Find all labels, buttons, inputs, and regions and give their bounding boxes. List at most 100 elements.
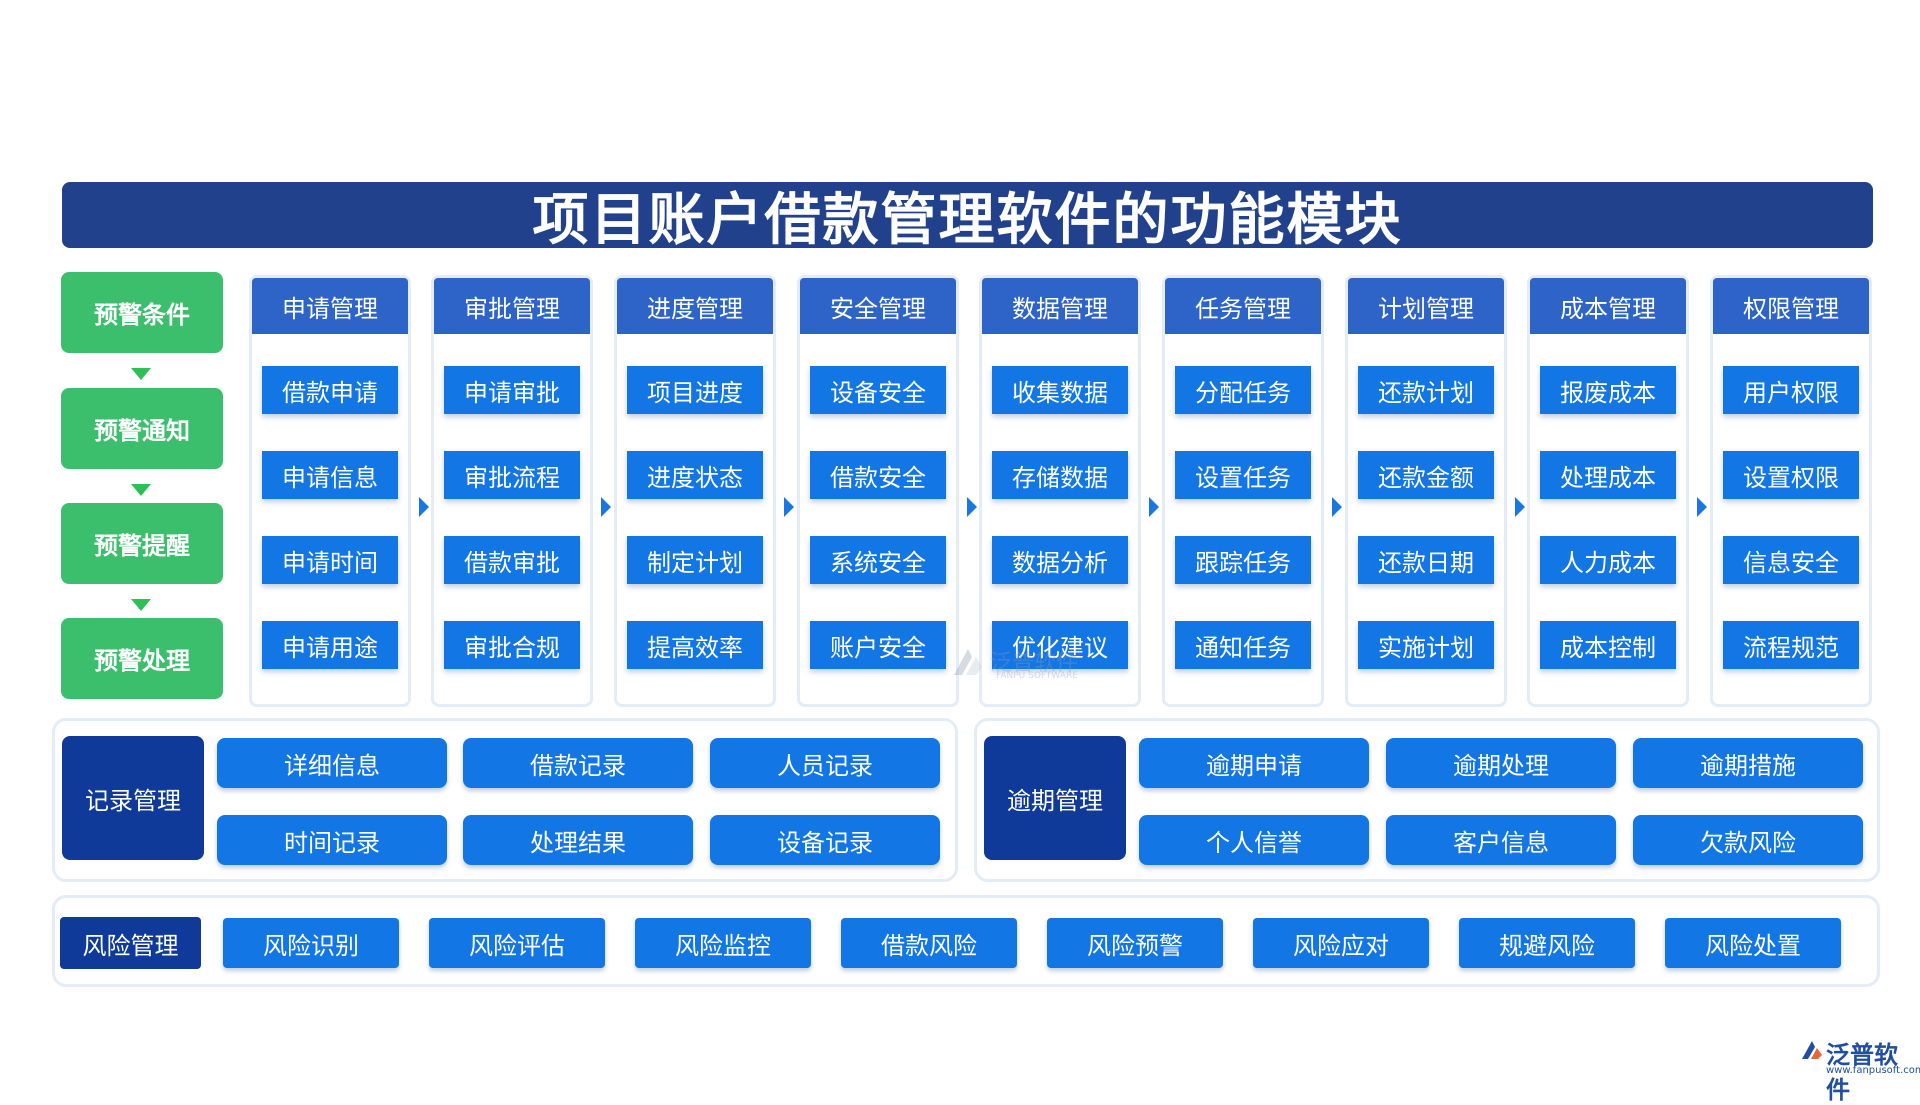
title-bar: 项目账户借款管理软件的功能模块 <box>62 182 1873 253</box>
overdue-item: 客户信息 <box>1386 815 1616 865</box>
overdue-item: 逾期处理 <box>1386 738 1616 788</box>
warning-step-condition: 预警条件 <box>61 272 223 353</box>
module-item: 设置任务 <box>1175 451 1311 499</box>
module-column: 数据管理 收集数据 存储数据 数据分析 优化建议 <box>979 275 1141 707</box>
risk-item: 风险应对 <box>1253 918 1429 968</box>
module-item: 借款安全 <box>810 451 946 499</box>
module-header: 任务管理 <box>1165 278 1321 334</box>
module-item: 提高效率 <box>627 621 763 669</box>
brand-logo-icon <box>1802 1041 1822 1059</box>
module-column: 任务管理 分配任务 设置任务 跟踪任务 通知任务 <box>1162 275 1324 707</box>
overdue-item: 逾期措施 <box>1633 738 1863 788</box>
warning-step-notify: 预警通知 <box>61 388 223 469</box>
module-item: 还款日期 <box>1358 536 1494 584</box>
module-item: 实施计划 <box>1358 621 1494 669</box>
module-item: 成本控制 <box>1540 621 1676 669</box>
arrow-down-icon <box>131 484 151 496</box>
risk-item: 风险识别 <box>223 918 399 968</box>
record-item: 人员记录 <box>710 738 940 788</box>
module-item: 数据分析 <box>992 536 1128 584</box>
record-item: 借款记录 <box>463 738 693 788</box>
module-item: 分配任务 <box>1175 366 1311 414</box>
module-item: 申请信息 <box>262 451 398 499</box>
module-column: 成本管理 报废成本 处理成本 人力成本 成本控制 <box>1527 275 1689 707</box>
module-item: 审批流程 <box>444 451 580 499</box>
arrow-right-icon <box>784 497 794 517</box>
module-item: 借款申请 <box>262 366 398 414</box>
watermark-subtext: FANPU SOFTWARE <box>996 671 1078 681</box>
risk-item: 风险监控 <box>635 918 811 968</box>
module-item: 借款审批 <box>444 536 580 584</box>
module-item: 优化建议 <box>992 621 1128 669</box>
module-header: 数据管理 <box>982 278 1138 334</box>
risk-item: 风险评估 <box>429 918 605 968</box>
module-item: 跟踪任务 <box>1175 536 1311 584</box>
overdue-item: 逾期申请 <box>1139 738 1369 788</box>
watermark-logo-icon <box>954 649 982 675</box>
module-item: 收集数据 <box>992 366 1128 414</box>
module-column: 权限管理 用户权限 设置权限 信息安全 流程规范 <box>1710 275 1872 707</box>
diagram-title: 项目账户借款管理软件的功能模块 <box>532 186 1403 253</box>
arrow-right-icon <box>419 497 429 517</box>
brand-url: www.fanpusoft.com <box>1826 1065 1920 1076</box>
module-header: 计划管理 <box>1348 278 1504 334</box>
module-item: 存储数据 <box>992 451 1128 499</box>
module-item: 审批合规 <box>444 621 580 669</box>
arrow-right-icon <box>1149 497 1159 517</box>
risk-item: 风险处置 <box>1665 918 1841 968</box>
module-item: 还款金额 <box>1358 451 1494 499</box>
module-header: 审批管理 <box>434 278 590 334</box>
overdue-item: 欠款风险 <box>1633 815 1863 865</box>
arrow-down-icon <box>131 599 151 611</box>
module-header: 成本管理 <box>1530 278 1686 334</box>
module-item: 制定计划 <box>627 536 763 584</box>
risk-item: 规避风险 <box>1459 918 1635 968</box>
watermark: 泛普软件 FANPU SOFTWARE <box>950 645 1100 685</box>
module-item: 申请时间 <box>262 536 398 584</box>
overdue-item: 个人信誉 <box>1139 815 1369 865</box>
warning-step-remind: 预警提醒 <box>61 503 223 584</box>
module-item: 人力成本 <box>1540 536 1676 584</box>
module-item: 报废成本 <box>1540 366 1676 414</box>
module-item: 进度状态 <box>627 451 763 499</box>
record-item: 处理结果 <box>463 815 693 865</box>
module-item: 账户安全 <box>810 621 946 669</box>
watermark-text: 泛普软件 <box>990 651 1079 676</box>
arrow-right-icon <box>1332 497 1342 517</box>
module-item: 流程规范 <box>1723 621 1859 669</box>
record-item: 详细信息 <box>217 738 447 788</box>
arrow-down-icon <box>131 368 151 380</box>
module-column: 安全管理 设备安全 借款安全 系统安全 账户安全 <box>797 275 959 707</box>
arrow-right-icon <box>601 497 611 517</box>
module-header: 申请管理 <box>252 278 408 334</box>
module-column: 计划管理 还款计划 还款金额 还款日期 实施计划 <box>1345 275 1507 707</box>
brand-logo: 泛普软件 www.fanpusoft.com <box>1800 1035 1920 1104</box>
risk-title: 风险管理 <box>60 917 201 969</box>
module-header: 进度管理 <box>617 278 773 334</box>
module-column: 审批管理 申请审批 审批流程 借款审批 审批合规 <box>431 275 593 707</box>
overdue-title: 逾期管理 <box>984 736 1126 860</box>
record-item: 时间记录 <box>217 815 447 865</box>
module-item: 通知任务 <box>1175 621 1311 669</box>
module-item: 还款计划 <box>1358 366 1494 414</box>
module-item: 设备安全 <box>810 366 946 414</box>
arrow-right-icon <box>1697 497 1707 517</box>
module-item: 处理成本 <box>1540 451 1676 499</box>
module-item: 项目进度 <box>627 366 763 414</box>
module-column: 进度管理 项目进度 进度状态 制定计划 提高效率 <box>614 275 776 707</box>
module-header: 权限管理 <box>1713 278 1869 334</box>
arrow-right-icon <box>1515 497 1525 517</box>
risk-item: 借款风险 <box>841 918 1017 968</box>
warning-step-handle: 预警处理 <box>61 618 223 699</box>
module-item: 申请用途 <box>262 621 398 669</box>
module-item: 设置权限 <box>1723 451 1859 499</box>
module-column: 申请管理 借款申请 申请信息 申请时间 申请用途 <box>249 275 411 707</box>
risk-item: 风险预警 <box>1047 918 1223 968</box>
arrow-right-icon <box>967 497 977 517</box>
record-item: 设备记录 <box>710 815 940 865</box>
record-title: 记录管理 <box>62 736 204 860</box>
module-item: 申请审批 <box>444 366 580 414</box>
module-item: 信息安全 <box>1723 536 1859 584</box>
module-header: 安全管理 <box>800 278 956 334</box>
module-item: 用户权限 <box>1723 366 1859 414</box>
